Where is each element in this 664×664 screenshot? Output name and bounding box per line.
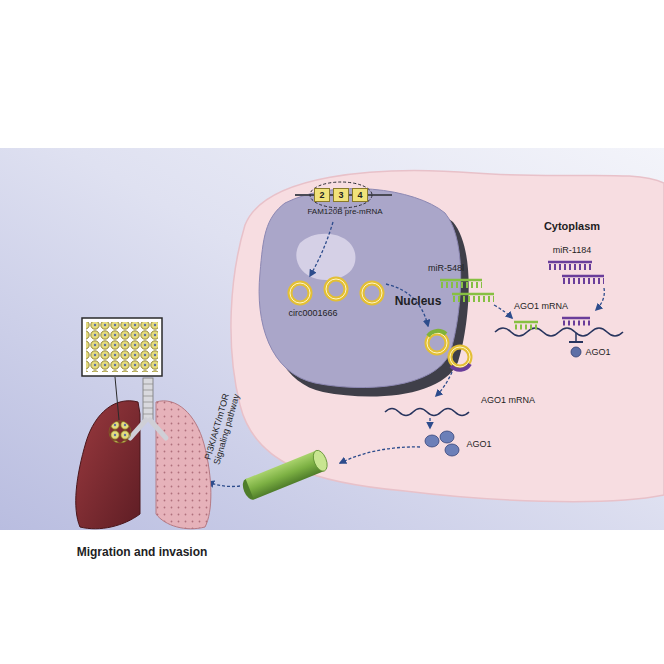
label: miR-548l <box>428 263 464 273</box>
cell-cytoplasm-label: Cytoplasm <box>544 220 600 233</box>
band <box>0 148 664 530</box>
mir-1184-strands <box>548 262 604 281</box>
circrna-sponges <box>427 331 470 370</box>
exon-box: 4 <box>352 188 368 202</box>
ago1-proteins <box>425 431 459 456</box>
exon-number: 4 <box>357 191 362 200</box>
mrna-strand <box>385 409 469 416</box>
arrow <box>429 418 430 428</box>
arrow <box>208 482 240 487</box>
mrna-strand <box>495 328 623 336</box>
exon-number: 2 <box>319 191 324 200</box>
label: AGO1 <box>466 439 491 449</box>
label: FAM120B pre-mRNA <box>307 207 382 216</box>
signaling-cylinder-label: PI3K/AKT/mTOR Signaling pathway <box>199 381 244 475</box>
label: AGO1 mRNA <box>514 301 568 311</box>
label: miR-1184 <box>553 245 591 255</box>
exon-box: 2 <box>314 188 330 202</box>
label: circ0001666 <box>288 308 337 318</box>
lungs <box>76 318 211 529</box>
circrna-rings <box>290 279 382 303</box>
arrow <box>386 284 428 326</box>
label: AGO1 <box>585 347 610 357</box>
label: AGO1 mRNA <box>481 395 535 405</box>
mir-548l-strands <box>440 280 494 299</box>
arrow <box>596 288 604 310</box>
signaling-cylinder: PI3K/AKT/mTOR Signaling pathway <box>235 445 335 505</box>
exon-number: 3 <box>338 191 343 200</box>
arrow <box>494 305 512 318</box>
arrow <box>310 222 333 276</box>
backsplice-circle <box>310 182 372 208</box>
label: Migration and invasion <box>77 546 208 560</box>
nucleus-label: Nucleus <box>395 295 442 309</box>
arrow <box>436 372 452 396</box>
arrow <box>340 447 420 463</box>
exon-box: 3 <box>333 188 349 202</box>
bound-mirnas <box>514 318 590 357</box>
signaling-cylinder-outline <box>235 445 335 505</box>
